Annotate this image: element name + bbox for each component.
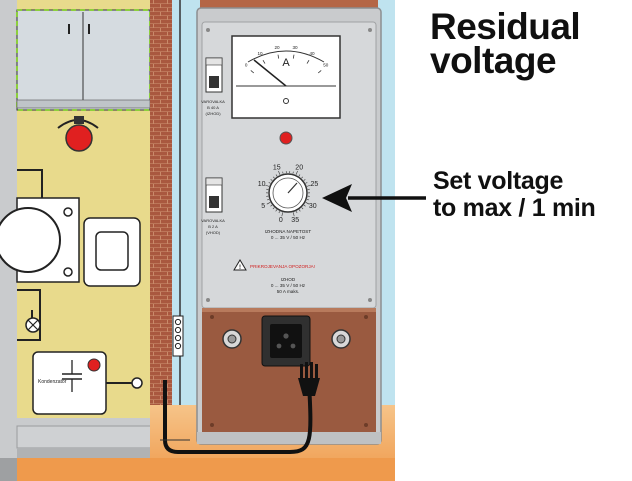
ammeter-scale-label: 0	[245, 63, 248, 68]
ammeter-scale-label: 30	[292, 45, 298, 50]
output-spec-line-1: IZHOD	[281, 277, 296, 282]
callout-arrow	[322, 184, 426, 212]
dial-tick	[306, 199, 310, 201]
output-spec-line-2: 0 ... 35 V / 50 Hz	[271, 283, 306, 288]
screw-terminal-left[interactable]	[222, 329, 242, 349]
screw-terminal-right[interactable]	[331, 329, 351, 349]
callout-block: Set voltage to max / 1 min	[433, 168, 632, 222]
breaker-bottom-label-1: VAROVALKA	[201, 218, 225, 223]
dial-tick	[278, 211, 280, 214]
dial-tick	[272, 207, 275, 210]
title-line-1: Residual	[430, 6, 581, 47]
dial-tick	[270, 179, 273, 181]
voltage-dial[interactable]: 0 5 10 15 20 25 30 35 IZHODNA NAPETOST 0 ... 35…	[258, 164, 319, 240]
dial-tick	[266, 202, 271, 205]
title-line-2: voltage	[430, 40, 557, 81]
dial-label: 35	[291, 217, 299, 224]
ammeter-scale-label: 10	[257, 51, 263, 56]
dial-tick	[265, 184, 270, 187]
dial-tick	[301, 176, 304, 179]
dial-tick	[296, 211, 298, 214]
dial-tick	[301, 207, 304, 210]
capacitor-box: Kondenzator	[32, 351, 143, 415]
dial-tick	[272, 176, 275, 179]
dial-tick	[278, 170, 281, 175]
dial-tick	[266, 199, 270, 201]
dial-label: 15	[273, 164, 281, 171]
terminal-block	[172, 315, 184, 357]
callout-line-1: Set voltage	[433, 167, 564, 195]
dial-labels: 0 5 10 15 20 25 30 35	[258, 164, 319, 224]
power-cable	[163, 362, 320, 454]
warning-sign: ! PRIKROJEVANJA OPOZORJA!	[233, 259, 315, 271]
dial-caption-1: IZHODNA NAPETOST	[265, 229, 312, 234]
ammeter-scale-label: 20	[274, 45, 280, 50]
ammeter-scale-tick	[306, 59, 310, 64]
dial-tick	[303, 204, 306, 207]
dial-ticks	[265, 170, 311, 217]
dial-caption-2: 0 ... 35 V / 50 Hz	[271, 235, 306, 240]
dial-tick	[270, 204, 273, 207]
ammeter-scale-label: 40	[309, 51, 315, 56]
ammeter-scale-tick	[250, 70, 255, 74]
breaker-top-label-3: (IZHOD)	[205, 111, 221, 116]
breaker-top-label-1: VAROVALKA	[201, 99, 225, 104]
dial-tick	[275, 209, 278, 212]
wall-socket-right	[83, 217, 141, 287]
dial-label: 20	[295, 164, 303, 171]
dial-tick	[292, 212, 295, 217]
breaker-top[interactable]: VAROVALKA B 40 A (IZHOD)	[201, 57, 225, 116]
breaker-bottom[interactable]: VAROVALKA B 2 A (VHOD)	[201, 177, 225, 235]
dial-tick	[305, 202, 310, 205]
ammeter-scale: 0 10 20 30 40 50	[245, 45, 329, 74]
warning-text: PRIKROJEVANJA OPOZORJA!	[250, 264, 315, 269]
ammeter: 0 10 20 30 40 50 A	[231, 35, 341, 119]
wall-cabinet	[16, 9, 151, 111]
indicator-lamp	[279, 131, 293, 145]
dial-tick	[275, 174, 278, 177]
dial-tick	[268, 182, 271, 184]
dial-tick	[295, 170, 298, 175]
dial-label: 5	[261, 203, 265, 210]
capacitor-label: Kondenzator	[38, 379, 67, 385]
svg-text:!: !	[239, 265, 241, 271]
dial-label: 10	[258, 181, 266, 188]
ammeter-scale-tick	[262, 59, 266, 64]
dial-label: 30	[309, 203, 317, 210]
dial-tick	[306, 184, 311, 187]
dial-tick	[298, 174, 301, 177]
ammeter-needle	[253, 59, 287, 87]
dial-label: 0	[279, 217, 283, 224]
ammeter-scale-tick	[277, 54, 280, 59]
ammeter-scale-label: 50	[323, 63, 329, 68]
ammeter-scale-tick	[317, 70, 322, 74]
callout-line-2: to max / 1 min	[433, 194, 596, 222]
dial-tick	[298, 209, 301, 212]
brick-wall	[150, 0, 172, 440]
dial-tick	[303, 179, 306, 181]
output-spec-line-3: 50 A maks.	[277, 289, 299, 294]
dial-tick	[281, 212, 284, 217]
output-socket[interactable]	[261, 315, 311, 367]
dial-label: 25	[311, 181, 319, 188]
output-spec: IZHOD 0 ... 35 V / 50 Hz 50 A maks.	[271, 277, 306, 294]
breaker-bottom-label-2: B 2 A	[208, 224, 218, 229]
wall-lamp-socket	[25, 317, 41, 333]
ammeter-unit: A	[282, 57, 290, 69]
alarm-lamp	[57, 116, 99, 152]
breaker-top-label-2: B 40 A	[207, 105, 219, 110]
dial-tick	[292, 171, 294, 174]
dial-tick	[305, 182, 308, 184]
title-block: Residual voltage	[430, 6, 630, 81]
breaker-bottom-label-3: (VHOD)	[206, 230, 221, 235]
ammeter-scale-tick	[292, 54, 295, 59]
dial-tick	[282, 171, 284, 174]
wall-socket-left	[0, 197, 80, 283]
